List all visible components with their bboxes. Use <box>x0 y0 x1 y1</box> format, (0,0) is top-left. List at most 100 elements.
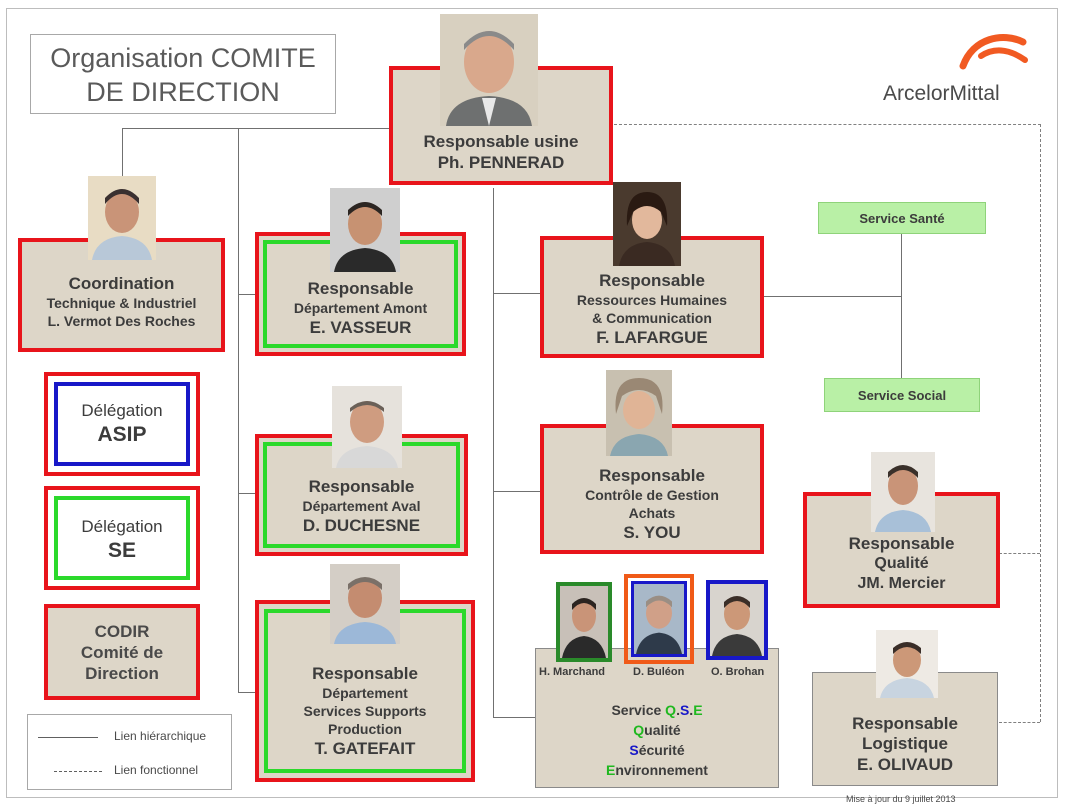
qse-person-3: O. Brohan <box>711 666 765 678</box>
rh-line-3: & Communication <box>592 309 712 326</box>
rh-name: F. LAFARGUE <box>596 327 708 347</box>
photo-gatefait <box>330 564 400 644</box>
photo-mercier <box>871 452 935 532</box>
qse-title: Service Q.S.E <box>535 700 779 720</box>
coordination-line-2: Technique & Industriel <box>46 295 197 311</box>
aval-line-2: Département Aval <box>302 497 421 514</box>
box-departement-amont: Responsable Département Amont E. VASSEUR <box>255 232 466 356</box>
se-line-2: SE <box>107 539 136 562</box>
codir-line-3: Direction <box>85 663 159 683</box>
legend-solid-line <box>38 737 98 738</box>
link-left-trunk <box>238 128 239 693</box>
photo-pennerad <box>440 14 538 126</box>
brand-name: ArcelorMittal <box>883 82 1000 105</box>
photo-buleon <box>624 574 694 664</box>
box-delegation-se: Délégation SE <box>44 486 200 590</box>
controle-line-3: Achats <box>628 504 676 521</box>
box-delegation-asip: Délégation ASIP <box>44 372 200 476</box>
codir-line-2: Comité de <box>80 642 164 662</box>
box-coordination: Coordination Technique & Industriel L. V… <box>18 238 225 352</box>
controle-line-1: Responsable <box>599 465 705 485</box>
link-amont <box>238 294 258 295</box>
qse-l1-first: Q <box>633 722 645 738</box>
portrait-icon <box>330 188 400 272</box>
rh-line-1: Responsable <box>599 270 705 290</box>
qse-title-dot2: . <box>689 702 694 718</box>
supports-line-1: Responsable <box>312 663 418 683</box>
photo-lafargue <box>613 182 681 266</box>
qse-l3-first: E <box>606 762 616 778</box>
qse-title-e: E <box>693 702 703 718</box>
link-boss-left <box>122 128 394 129</box>
qse-l1-rest: ualité <box>644 722 681 738</box>
title-line-2: DE DIRECTION <box>86 77 280 107</box>
box-controle-gestion: Responsable Contrôle de Gestion Achats S… <box>540 424 764 554</box>
qualite-line-2: Qualité <box>874 555 929 572</box>
photo-you <box>606 370 672 456</box>
controle-name: S. YOU <box>623 522 681 542</box>
link-coordination-vertical <box>122 128 123 176</box>
logistique-line-1: Responsable <box>852 713 958 733</box>
photo-olivaud <box>876 630 938 698</box>
coordination-line-3: L. Vermot Des Roches <box>47 313 196 329</box>
boss-name: Ph. PENNERAD <box>437 153 565 172</box>
box-service-qse <box>535 648 779 788</box>
portrait-icon <box>606 370 672 456</box>
functional-link-logistique <box>999 722 1040 723</box>
portrait-icon <box>440 14 538 126</box>
portrait-icon <box>613 182 681 266</box>
photo-duchesne <box>332 386 402 468</box>
rh-line-2: Ressources Humaines <box>576 291 728 308</box>
logistique-line-2: Logistique <box>862 733 948 753</box>
qse-title-s: S <box>679 702 690 718</box>
qse-l2-first: S <box>629 742 639 758</box>
legend: Lien hiérarchique Lien fonctionnel <box>27 714 232 790</box>
qse-person-1: H. Marchand <box>539 666 606 678</box>
logistique-name: E. OLIVAUD <box>856 754 954 774</box>
coordination-line-1: Coordination <box>68 274 175 293</box>
asip-line-1: Délégation <box>81 401 163 420</box>
boss-role: Responsable usine <box>423 132 579 151</box>
link-supports <box>238 692 258 693</box>
link-rh-services <box>762 296 902 297</box>
service-social: Service Social <box>824 378 980 412</box>
supports-line-3: Services Supports <box>303 702 427 719</box>
amont-line-2: Département Amont <box>293 299 428 316</box>
qualite-name: JM. Mercier <box>857 575 946 592</box>
qse-l3-rest: nvironnement <box>615 762 708 778</box>
portrait-icon <box>88 176 156 260</box>
title-box: Organisation COMITE DE DIRECTION <box>30 34 336 114</box>
arcelormittal-logo: ArcelorMittal <box>875 28 1035 118</box>
portrait-icon <box>710 584 764 656</box>
service-sante: Service Santé <box>818 202 986 234</box>
portrait-icon <box>332 386 402 468</box>
link-right-trunk <box>493 188 494 718</box>
asip-line-2: ASIP <box>97 423 147 446</box>
functional-link-right <box>1040 124 1041 722</box>
portrait-icon <box>871 452 935 532</box>
supports-name: T. GATEFAIT <box>314 738 416 758</box>
functional-link-top <box>609 124 1041 125</box>
box-departement-aval: Responsable Département Aval D. DUCHESNE <box>255 434 468 556</box>
box-codir: CODIR Comité de Direction <box>44 604 200 700</box>
qse-line-qualite: Qualité <box>535 720 779 740</box>
box-services-supports: Responsable Département Services Support… <box>255 600 475 782</box>
frame-green <box>54 496 190 580</box>
photo-vasseur <box>330 188 400 272</box>
amont-line-1: Responsable <box>307 278 414 298</box>
frame-blue <box>631 581 687 657</box>
footer-update-date: Mise à jour du 9 juillet 2013 <box>846 794 956 804</box>
arcelormittal-logo-mark <box>959 33 1028 70</box>
qse-title-q: Q <box>665 702 677 718</box>
legend-dashed-label: Lien fonctionnel <box>114 763 199 777</box>
link-rh <box>493 293 543 294</box>
photo-marchand <box>556 582 612 662</box>
photo-brohan <box>706 580 768 660</box>
aval-name: D. DUCHESNE <box>302 515 421 535</box>
link-qse <box>493 717 535 718</box>
portrait-icon <box>634 584 684 654</box>
aval-line-1: Responsable <box>308 476 415 496</box>
title-line-1: Organisation COMITE <box>50 43 316 73</box>
qualite-line-1: Responsable <box>848 534 955 553</box>
supports-line-2: Département <box>322 684 408 701</box>
